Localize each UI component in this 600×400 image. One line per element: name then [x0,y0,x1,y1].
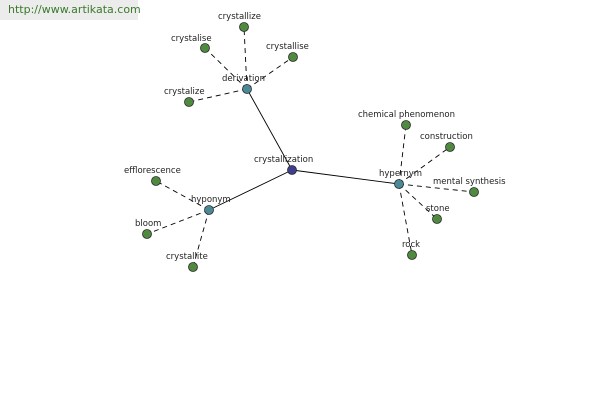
node-label-root: crystallization [254,155,313,165]
leaf-node-y2[interactable] [142,229,152,239]
leaf-node-d1[interactable] [239,22,249,32]
leaf-node-y1[interactable] [151,176,161,186]
node-label-y1: efflorescence [124,166,181,176]
edge-root-hypernym [291,169,400,185]
node-label-hypernym: hypernym [379,169,422,179]
edge-hyponym-y3 [192,209,210,268]
node-label-h4: stone [426,204,450,214]
watermark-box: http://www.artikata.com [0,0,141,20]
node-label-derivation: derivation [222,74,265,84]
leaf-node-y3[interactable] [188,262,198,272]
leaf-node-h2[interactable] [445,142,455,152]
edge-hyponym-y2 [146,209,210,235]
relation-node-hypernym[interactable] [394,179,404,189]
node-label-h3: mental synthesis [433,177,506,187]
node-label-y2: bloom [135,219,161,229]
leaf-node-d2[interactable] [200,43,210,53]
nodes-layer [142,22,479,272]
leaf-node-h5[interactable] [407,250,417,260]
node-label-h2: construction [420,132,473,142]
edge-derivation-d1 [243,26,248,90]
leaf-node-h1[interactable] [401,120,411,130]
watermark-url[interactable]: http://www.artikata.com [8,3,141,16]
node-label-d1: crystallize [218,12,261,22]
edge-derivation-d4 [188,88,248,103]
edge-hypernym-h3 [398,183,475,193]
node-label-d4: crystalize [164,87,205,97]
edge-hypernym-h2 [398,146,451,185]
leaf-node-h4[interactable] [432,214,442,224]
edge-derivation-d2 [204,47,248,90]
leaf-node-h3[interactable] [469,187,479,197]
edge-root-hyponym [208,169,293,211]
edge-hypernym-h1 [398,124,407,185]
root-node-root[interactable] [287,165,297,175]
node-label-d3: crystallise [266,42,309,52]
leaf-node-d3[interactable] [288,52,298,62]
relation-node-hyponym[interactable] [204,205,214,215]
node-label-y3: crystallite [166,252,208,262]
edge-root-derivation [246,88,293,171]
edge-hypernym-h5 [398,183,413,256]
edge-hyponym-y1 [155,180,210,211]
node-label-d2: crystalise [171,34,212,44]
edge-derivation-d3 [246,56,294,90]
relation-node-derivation[interactable] [242,84,252,94]
labels-layer: crystallization derivation crystallize crys… [124,12,506,262]
node-label-h5: rock [402,240,420,250]
node-label-hyponym: hyponym [191,195,231,205]
node-label-h1: chemical phenomenon [358,110,455,120]
leaf-node-d4[interactable] [184,97,194,107]
edges-layer [146,26,475,268]
